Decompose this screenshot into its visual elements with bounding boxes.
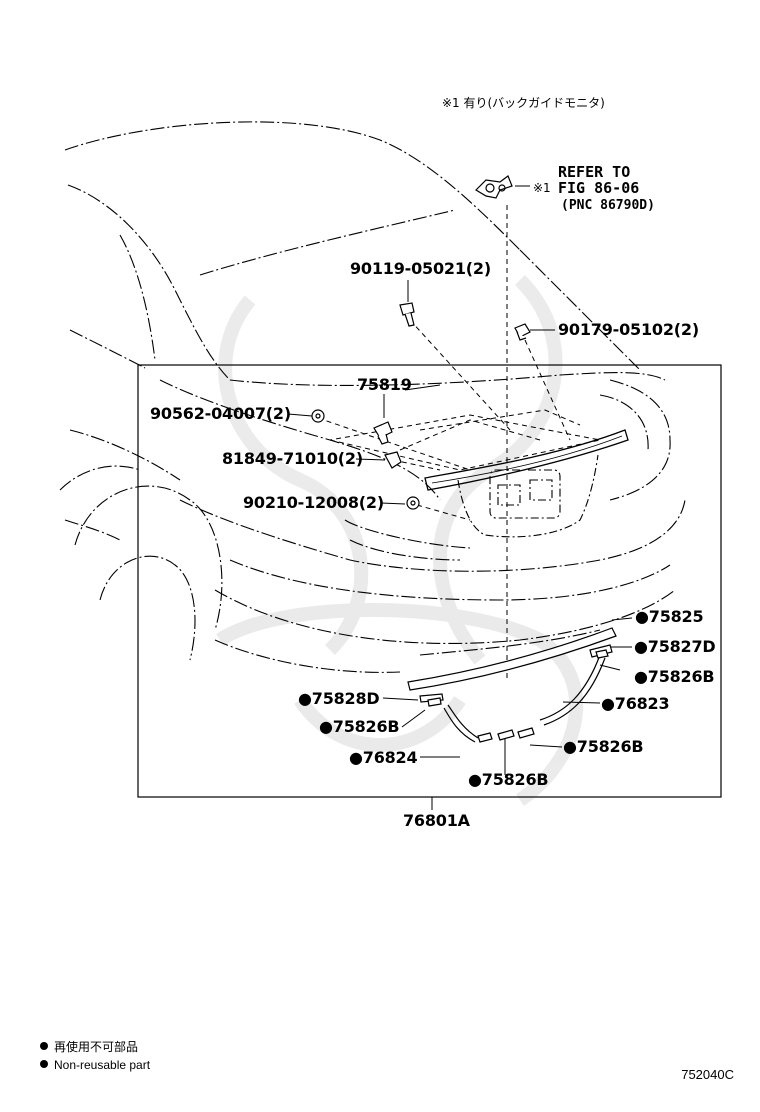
part-label-75819[interactable]: 75819 — [357, 375, 412, 394]
nut-90562-icon — [311, 409, 325, 423]
nut-90210-icon — [406, 496, 420, 510]
watermark — [216, 275, 584, 806]
backup-monitor-note: ※1 有り(バックガイドモニタ) — [442, 96, 605, 110]
garnish-exploded-parts — [407, 627, 617, 743]
part-label-75826b-right[interactable]: ●75826B — [634, 667, 715, 686]
bracket-76823 — [539, 654, 601, 721]
reference-line-1: REFER TO — [558, 163, 631, 181]
rear-camera-icon — [475, 175, 513, 199]
document-id: 752040C — [681, 1067, 734, 1082]
clip-81849-icon — [384, 451, 402, 469]
part-label-75828d[interactable]: ●75828D — [298, 689, 380, 708]
reference-line-2: FIG 86-06 — [558, 179, 640, 197]
clip-75819-icon — [373, 421, 393, 445]
car-body-outline — [59, 121, 686, 673]
part-label-90562[interactable]: 90562-04007(2) — [150, 404, 291, 423]
legend-japanese-text: 再使用不可部品 — [54, 1040, 139, 1054]
part-label-81849[interactable]: 81849-71010(2) — [222, 449, 363, 468]
legend-english: Non-reusable part — [40, 1058, 150, 1072]
part-label-75826b-left[interactable]: ●75826B — [319, 717, 400, 736]
part-label-75825[interactable]: ●75825 — [635, 607, 704, 626]
legend-english-text: Non-reusable part — [54, 1058, 151, 1072]
mounting-pattern — [329, 409, 601, 471]
part-label-75826b-mid[interactable]: ●75826B — [563, 737, 644, 756]
reference-line-3: (PNC 86790D) — [561, 198, 655, 213]
part-label-76823[interactable]: ●76823 — [601, 694, 670, 713]
part-label-90179[interactable]: 90179-05102(2) — [558, 320, 699, 339]
part-label-75826b-bottom[interactable]: ●75826B — [468, 770, 549, 789]
part-label-76824[interactable]: ●76824 — [349, 748, 418, 767]
bullet-icon — [40, 1060, 48, 1068]
part-label-75827d[interactable]: ●75827D — [634, 637, 716, 656]
bullet-icon — [40, 1042, 48, 1050]
license-plate-recess — [457, 454, 599, 538]
bracket-76824 — [447, 704, 479, 739]
part-label-90119[interactable]: 90119-05021(2) — [350, 259, 491, 278]
strip-75825 — [407, 627, 617, 691]
assembly-box — [137, 364, 722, 798]
assembly-label-76801a[interactable]: 76801A — [403, 811, 470, 830]
reference-mark: ※1 — [533, 181, 551, 195]
leader-lines-solid — [287, 185, 633, 775]
part-label-90210[interactable]: 90210-12008(2) — [243, 493, 384, 512]
clip-90179-icon — [514, 323, 531, 341]
bolt-90119-icon — [399, 302, 415, 327]
legend-japanese: 再使用不可部品 — [40, 1040, 138, 1054]
leader-lines-dashed — [317, 205, 571, 680]
trunk-garnish — [424, 429, 629, 491]
